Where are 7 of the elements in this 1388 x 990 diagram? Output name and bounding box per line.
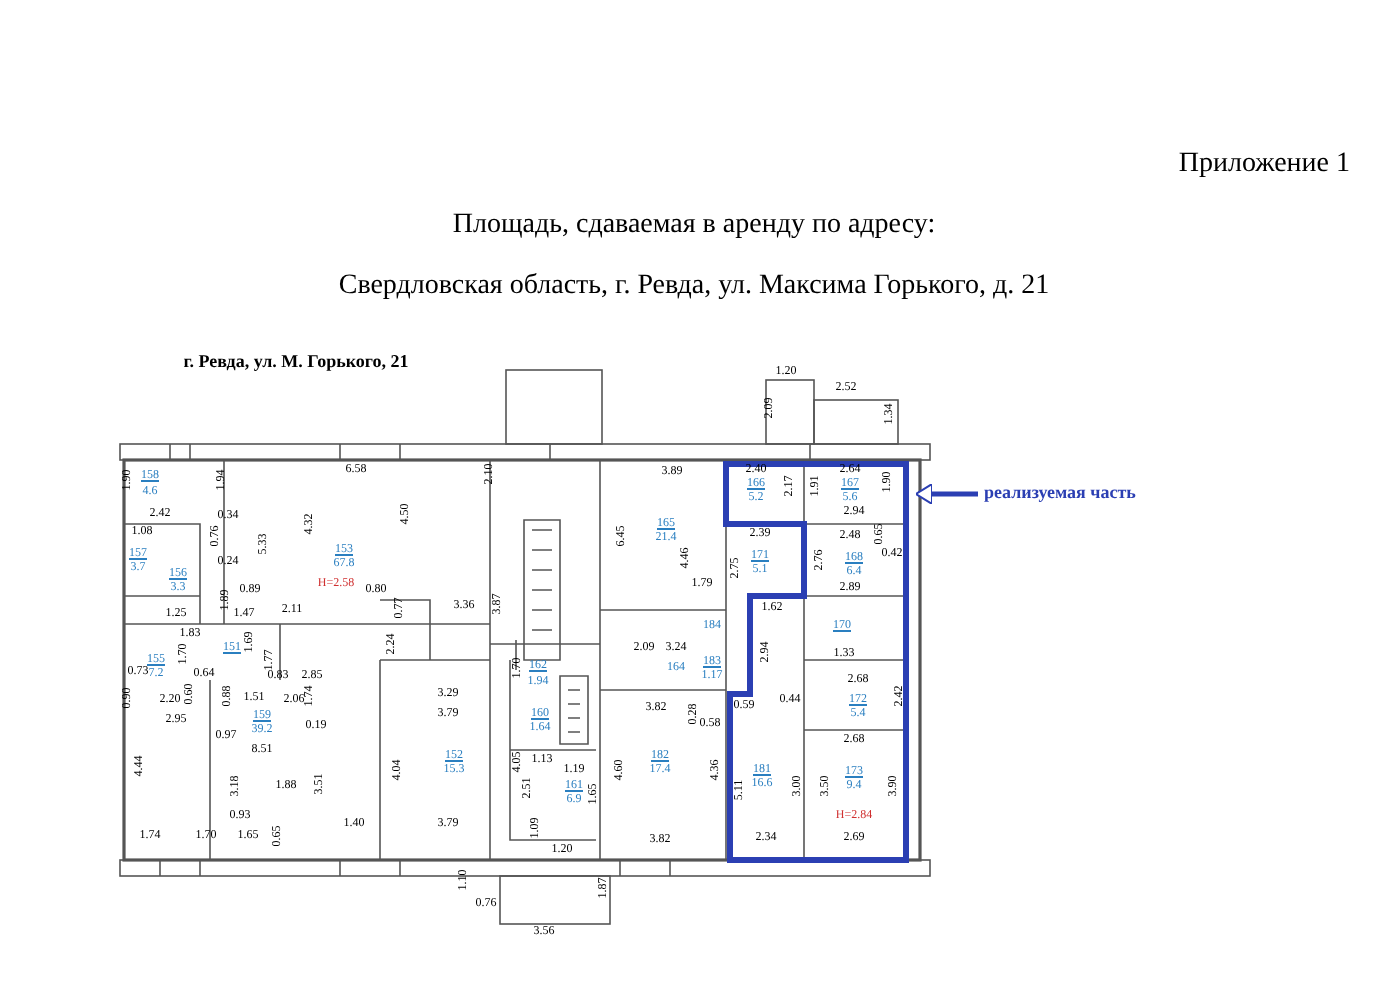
appendix-label: Приложение 1 [1178,147,1350,183]
arrow [915,483,978,505]
title: Площадь, сдаваемая в аренду по адресу: [450,208,938,244]
plan-caption: г. Ревда, ул. М. Горького, 21 [183,348,409,375]
annotation-text: реализуемая часть [984,480,1136,507]
address-text: Свердловская область, г. Ревда, ул. Максима Горького, д. 21 [338,269,1050,305]
highlighted-area-outline [723,461,909,863]
